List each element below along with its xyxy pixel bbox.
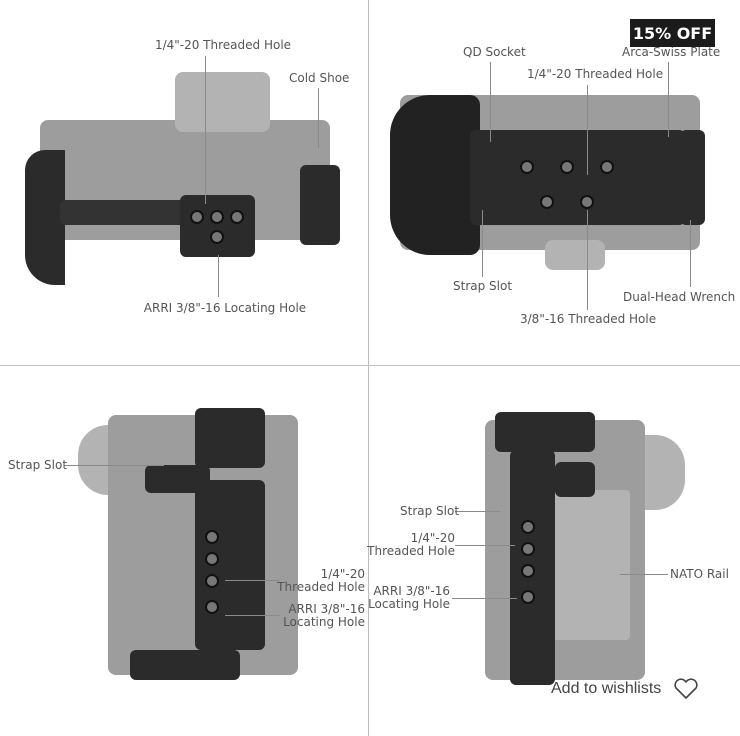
- mount-hole: [521, 542, 535, 556]
- leader-line: [225, 615, 280, 616]
- divider-vertical: [368, 0, 369, 736]
- cage-base: [130, 650, 240, 680]
- cage-top-handle: [195, 408, 265, 468]
- label-arri-hole-size: ARRI 3/8"-16: [288, 602, 365, 616]
- leader-line: [218, 255, 219, 297]
- leader-line: [482, 210, 483, 277]
- mount-hole: [205, 552, 219, 566]
- leader-line: [205, 56, 206, 204]
- leader-line: [587, 210, 588, 310]
- label-locating-hole: Locating Hole: [283, 615, 365, 629]
- mount-hole: [520, 160, 534, 174]
- arca-plate: [470, 130, 685, 225]
- label-strap-slot: Strap Slot: [453, 279, 513, 293]
- label-dual-head-wrench: Dual-Head Wrench: [623, 290, 736, 304]
- mount-hole: [521, 520, 535, 534]
- cage-right: [300, 165, 340, 245]
- label-arri-hole-size: ARRI 3/8"-16: [373, 584, 450, 598]
- leader-line: [668, 62, 669, 137]
- label-strap-slot: Strap Slot: [8, 458, 68, 472]
- heart-icon: [674, 678, 698, 699]
- leader-line: [455, 511, 500, 512]
- cage-bottom: [60, 200, 190, 225]
- discount-badge: 15% OFF: [630, 19, 715, 47]
- add-to-wishlist-button[interactable]: Add to wishlists: [551, 678, 699, 700]
- camera-lens-mount: [545, 240, 605, 270]
- label-qd-socket: QD Socket: [463, 45, 526, 59]
- mount-hole: [205, 574, 219, 588]
- label-threaded-hole-size: 1/4"-20: [410, 531, 455, 545]
- mount-hole: [521, 590, 535, 604]
- mount-hole: [560, 160, 574, 174]
- mount-hole: [210, 230, 224, 244]
- wishlist-label: Add to wishlists: [551, 680, 662, 697]
- label-strap-slot: Strap Slot: [400, 504, 460, 518]
- cage-left: [25, 150, 65, 285]
- label-nato-rail: NATO Rail: [670, 567, 729, 581]
- label-threaded-hole: Threaded Hole: [367, 544, 455, 558]
- mount-hole: [230, 210, 244, 224]
- leader-line: [690, 220, 691, 287]
- divider-horizontal: [0, 365, 740, 366]
- label-cold-shoe: Cold Shoe: [289, 71, 350, 85]
- label-arca-swiss-plate: Arca-Swiss Plate: [622, 45, 721, 59]
- label-threaded-hole: Threaded Hole: [277, 580, 365, 594]
- camera-door: [550, 490, 630, 640]
- mount-hole: [190, 210, 204, 224]
- mount-hole: [205, 600, 219, 614]
- leader-line: [452, 598, 517, 599]
- cage-top: [495, 412, 595, 452]
- cage-grip: [390, 95, 480, 255]
- lock-plate: [555, 462, 595, 497]
- leader-line: [225, 580, 280, 581]
- label-threaded-hole-38: 3/8"-16 Threaded Hole: [520, 312, 657, 326]
- label-threaded-hole-size: 1/4"-20: [320, 567, 365, 581]
- label-locating-hole: Locating Hole: [368, 597, 450, 611]
- mount-hole: [540, 195, 554, 209]
- cage-top-plate: [180, 195, 255, 257]
- leader-line: [587, 85, 588, 175]
- label-arri-hole: ARRI 3/8"-16 Locating Hole: [143, 301, 307, 315]
- label-threaded-hole: 1/4"-20 Threaded Hole: [154, 38, 292, 52]
- cage-grip: [195, 480, 265, 650]
- mount-hole: [205, 530, 219, 544]
- leader-line: [64, 465, 164, 466]
- leader-line: [620, 574, 668, 575]
- label-threaded-hole: 1/4"-20 Threaded Hole: [527, 67, 664, 81]
- cage-side: [680, 130, 705, 225]
- mount-hole: [600, 160, 614, 174]
- leader-line: [318, 88, 319, 148]
- mount-hole: [210, 210, 224, 224]
- leader-line: [455, 545, 515, 546]
- leader-line: [490, 62, 491, 142]
- mount-hole: [521, 564, 535, 578]
- camera-viewfinder: [175, 72, 270, 132]
- mount-hole: [580, 195, 594, 209]
